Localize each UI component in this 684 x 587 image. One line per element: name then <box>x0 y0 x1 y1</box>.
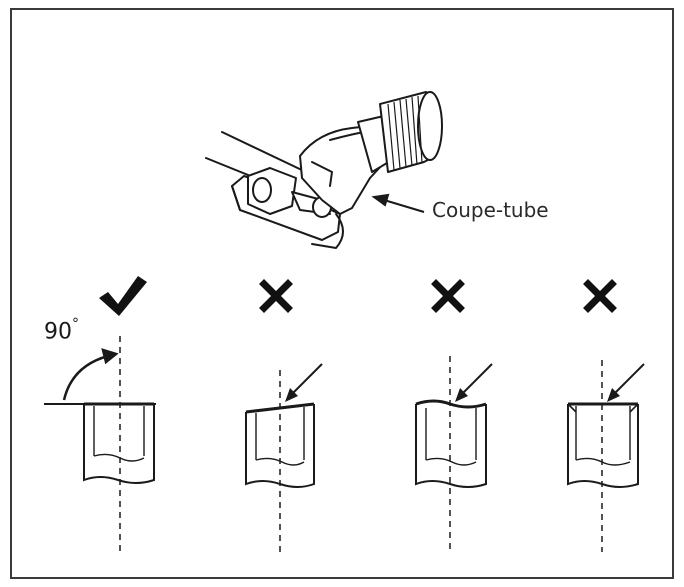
cross-icon <box>583 279 617 313</box>
pipe-slanted-cut <box>245 363 323 552</box>
indicator-arrowhead <box>607 388 620 402</box>
pipe-cutter-label: Coupe-tube <box>432 198 549 222</box>
pipe-square-cut <box>44 336 156 552</box>
indicator-arrowhead <box>285 388 298 402</box>
angle-label: 90° <box>44 316 79 345</box>
cross-icon <box>431 279 465 313</box>
angle-arrow <box>62 348 119 401</box>
pipe-cutter-icon <box>205 91 443 249</box>
cross-icon <box>259 279 293 313</box>
check-icon <box>99 276 147 316</box>
callout-arrow <box>371 193 425 213</box>
pipe-burred-cut <box>415 356 493 552</box>
angle-value: 90 <box>44 319 72 345</box>
knob-knurling <box>387 95 423 171</box>
indicator-arrowhead <box>455 388 468 402</box>
angle-unit: ° <box>72 316 79 332</box>
pipe-inner-burr <box>567 360 645 552</box>
